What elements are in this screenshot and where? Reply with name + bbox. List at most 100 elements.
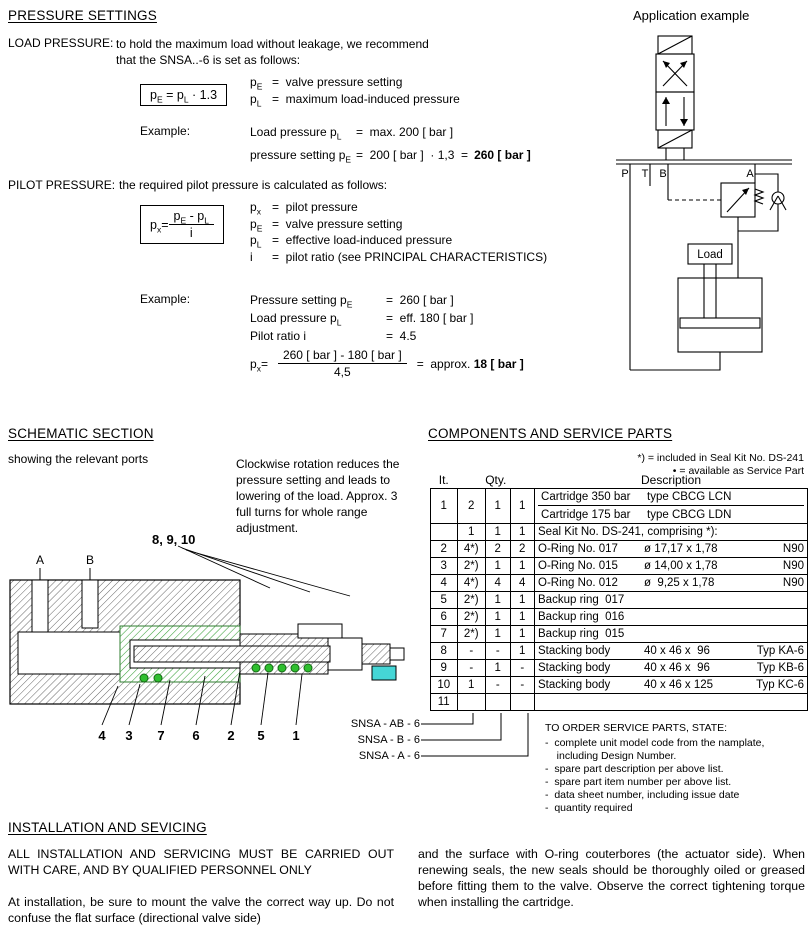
part-name: Stacking body (538, 679, 611, 691)
result-value: 260 [ bar ] (474, 148, 531, 162)
load-definitions: pE= valve pressure setting pL= maximum l… (250, 74, 460, 107)
part-number: 7 (157, 728, 164, 743)
part-spec: N90 (782, 543, 804, 555)
seal-element (371, 665, 397, 681)
load-label: Load (697, 249, 723, 261)
pilot-formula-fraction: pE - pL i (168, 209, 214, 240)
cell-qty-b: 2 (484, 540, 511, 558)
example-line: Pressure setting pE= 260 [ bar ] (250, 293, 454, 310)
part-number-labels: 4 3 7 6 2 5 1 (98, 728, 299, 743)
port-label-b: B (659, 168, 666, 180)
cell-qty-ab (456, 693, 486, 711)
cell-qty-a: 1 (509, 642, 536, 660)
cell-description: Stacking body 40 x 46 x 96 Typ KA-6 (534, 642, 808, 660)
cell-description (534, 693, 808, 711)
pilot-definitions: px= pilot pressure pE= valve pressure se… (250, 199, 547, 265)
part-name: Stacking body (538, 662, 611, 674)
cell-description: Stacking body 40 x 46 x 96 Typ KB-6 (534, 659, 808, 677)
model-variants: SNSA - AB - 6 SNSA - B - 6 SNSA - A - 6 (338, 716, 420, 764)
part-spec: N90 (782, 577, 804, 589)
part-spec (756, 594, 804, 606)
cell-item-no: 6 (430, 608, 458, 626)
cell-item-no: 1 (430, 488, 458, 524)
part-number: 4 (98, 728, 106, 743)
installation-left-p2: At installation, be sure to mount the va… (8, 895, 394, 925)
valve-body-section (9, 579, 241, 705)
table-row: 8 - - 1 Stacking body 40 x 46 x 96 Typ K… (430, 642, 808, 660)
pressure-settings-title: PRESSURE SETTINGS (8, 8, 157, 23)
load-example-label: Example: (140, 124, 191, 138)
variant-snsa-b: SNSA - B - 6 (357, 734, 420, 746)
table-row-sealkit: 1 1 1 Seal Kit No. DS-241, comprising *)… (430, 523, 808, 541)
cell-qty-ab: 4*) (456, 540, 486, 558)
cell-description: O-Ring No. 017 ø 17,17 x 1,78 N90 (534, 540, 808, 558)
column-header-qty: Qty. (485, 473, 507, 487)
cell-qty-a: 1 (509, 523, 536, 541)
application-example-label: Application example (633, 8, 750, 23)
variant-snsa-ab: SNSA - AB - 6 (350, 718, 420, 730)
cartridge-section (133, 623, 405, 683)
part-name: O-Ring No. 012 (538, 577, 618, 589)
order-items: - complete unit model code from the namp… (545, 737, 765, 814)
cell-description: Backup ring 016 (534, 608, 808, 626)
part-name: Backup ring 016 (538, 611, 625, 623)
cell-qty-b: - (484, 676, 511, 694)
cell-qty-ab: 4*) (456, 574, 486, 592)
part-name: Stacking body (538, 645, 611, 657)
cell-qty-b: 1 (484, 625, 511, 643)
part-name: O-Ring No. 017 (538, 543, 618, 555)
schematic-section-title: SCHEMATIC SECTION (8, 426, 154, 441)
part-number: 1 (292, 728, 299, 743)
example-line: Load pressure pL= eff. 180 [ bar ] (250, 311, 474, 328)
port-label-b: B (86, 553, 94, 567)
cell-qty-b: 4 (484, 574, 511, 592)
cell-qty-a: - (509, 659, 536, 677)
counterbalance-valve-symbol (668, 173, 787, 278)
part-number: 2 (227, 728, 234, 743)
cell-item-no: 11 (430, 693, 458, 711)
cell-qty-ab: - (456, 659, 486, 677)
variant-snsa-a: SNSA - A - 6 (358, 750, 420, 762)
cell-item-no: 5 (430, 591, 458, 609)
part-dimension: ø 9,25 x 1,78 (644, 577, 715, 589)
part-number: 3 (125, 728, 132, 743)
pilot-calculation: px= 260 [ bar ] - 180 [ bar ] 4,5 = appr… (250, 348, 524, 379)
column-header-description: Description (640, 473, 702, 487)
cell-qty-a: 2 (509, 540, 536, 558)
cell-item-no: 2 (430, 540, 458, 558)
port-label-a: A (36, 553, 44, 567)
cell-qty-a: 4 (509, 574, 536, 592)
cell-description: Stacking body 40 x 46 x 125 Typ KC-6 (534, 676, 808, 694)
o-ring (251, 663, 261, 673)
load-formula: pE = pL · 1.3 (150, 88, 218, 105)
cell-qty-ab: 2*) (456, 557, 486, 575)
pilot-formula-lhs: px= (150, 217, 169, 234)
cell-qty-a: 1 (509, 591, 536, 609)
calc-fraction: 260 [ bar ] - 180 [ bar ] 4,5 (277, 348, 407, 379)
part-name: Backup ring 015 (538, 628, 625, 640)
part-number: 5 (257, 728, 264, 743)
leader-lines-top (177, 545, 351, 597)
cell-item-no: 4 (430, 574, 458, 592)
cell-qty-a: 1 (509, 488, 536, 524)
part-dimension (644, 594, 756, 606)
cell-description: O-Ring No. 015 ø 14,00 x 1,78 N90 (534, 557, 808, 575)
cell-qty-ab: 2*) (456, 608, 486, 626)
part-dimension (644, 628, 756, 640)
cell-qty-b: 1 (484, 591, 511, 609)
variant-connector-lines (421, 713, 529, 757)
load-pressure-label: LOAD PRESSURE: (8, 36, 114, 50)
table-row: 10 1 - - Stacking body 40 x 46 x 125 Typ… (430, 676, 808, 694)
cell-qty-a (509, 693, 536, 711)
cell-item-no: 3 (430, 557, 458, 575)
cell-item-no: 8 (430, 642, 458, 660)
cell-qty-a: - (509, 676, 536, 694)
o-ring (264, 663, 274, 673)
directional-valve-symbol (655, 35, 695, 160)
order-instructions: TO ORDER SERVICE PARTS, STATE: - complet… (545, 722, 803, 815)
cell-qty-b: - (484, 642, 511, 660)
cell-qty-b: 1 (484, 523, 511, 541)
pilot-example-label: Example: (140, 292, 191, 306)
table-row: 5 2*) 1 1 Backup ring 017 (430, 591, 808, 609)
components-title: COMPONENTS AND SERVICE PARTS (428, 426, 673, 441)
